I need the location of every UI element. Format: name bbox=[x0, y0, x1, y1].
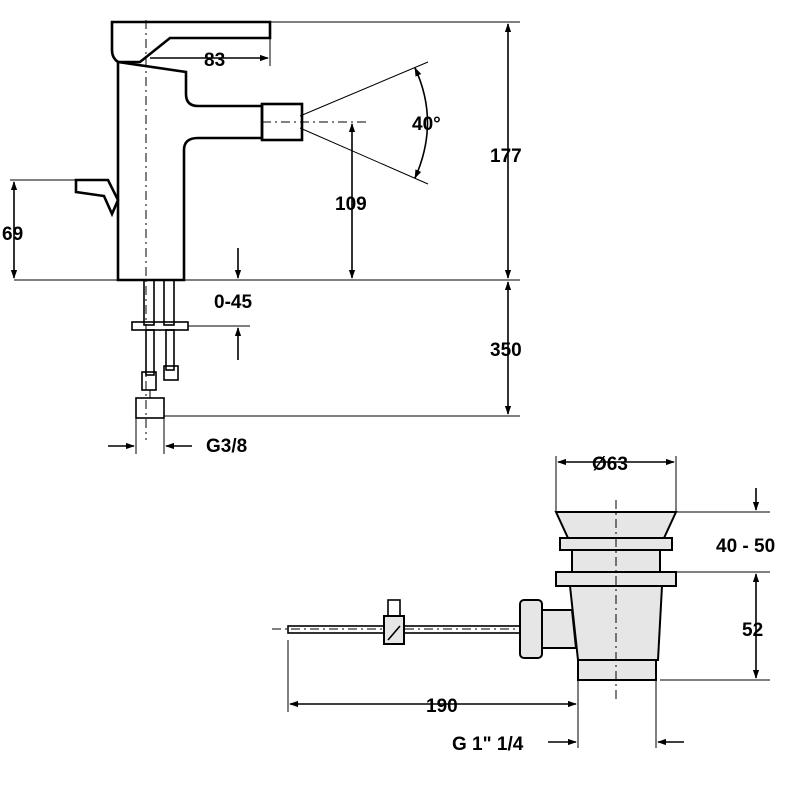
mixer-body bbox=[116, 60, 264, 282]
hose-nut-2 bbox=[163, 365, 179, 381]
dim-thread: G 1" 1/4 bbox=[452, 734, 524, 755]
connector-nut bbox=[519, 599, 543, 659]
lever-handle bbox=[110, 20, 272, 64]
side-connector bbox=[539, 609, 578, 649]
dim-rod-length: 190 bbox=[426, 696, 458, 717]
spray-cone-upper bbox=[299, 61, 429, 117]
dim-body-height: 52 bbox=[742, 620, 763, 641]
dim-connection: G3/8 bbox=[206, 436, 247, 457]
angle-arc bbox=[414, 67, 429, 179]
spray-cone-lower bbox=[299, 127, 429, 185]
pop-up-lever bbox=[74, 178, 120, 218]
connection-nut bbox=[135, 397, 165, 419]
hose-left bbox=[143, 279, 155, 326]
fixing-plate bbox=[131, 321, 189, 331]
dim-total-height: 177 bbox=[490, 146, 522, 167]
dim-plug-height: 40 - 50 bbox=[716, 536, 775, 557]
hose-right bbox=[163, 279, 175, 326]
bidet-mixer-drawing: 83 40° 177 109 69 0-45 350 G3/8 bbox=[2, 20, 522, 457]
dim-spray-angle: 40° bbox=[412, 114, 441, 135]
dim-spout-reach: 83 bbox=[204, 50, 225, 71]
waste-drawing: Ø63 40 - 50 52 190 G 1" 1/4 bbox=[272, 454, 775, 755]
dim-deck-thickness: 0-45 bbox=[214, 292, 252, 313]
flex-hose-2 bbox=[165, 329, 175, 371]
dim-hose-length: 350 bbox=[490, 340, 522, 361]
clamp-screw bbox=[387, 599, 401, 617]
hose-nut bbox=[141, 371, 157, 391]
dim-waste-diameter: Ø63 bbox=[592, 454, 628, 475]
dim-lever-height: 69 bbox=[2, 224, 23, 245]
dim-outlet-height: 109 bbox=[335, 194, 367, 215]
rod-clamp bbox=[383, 615, 405, 645]
waste-tail bbox=[577, 659, 657, 681]
clamp-detail bbox=[387, 625, 401, 641]
flex-hose bbox=[145, 329, 155, 376]
